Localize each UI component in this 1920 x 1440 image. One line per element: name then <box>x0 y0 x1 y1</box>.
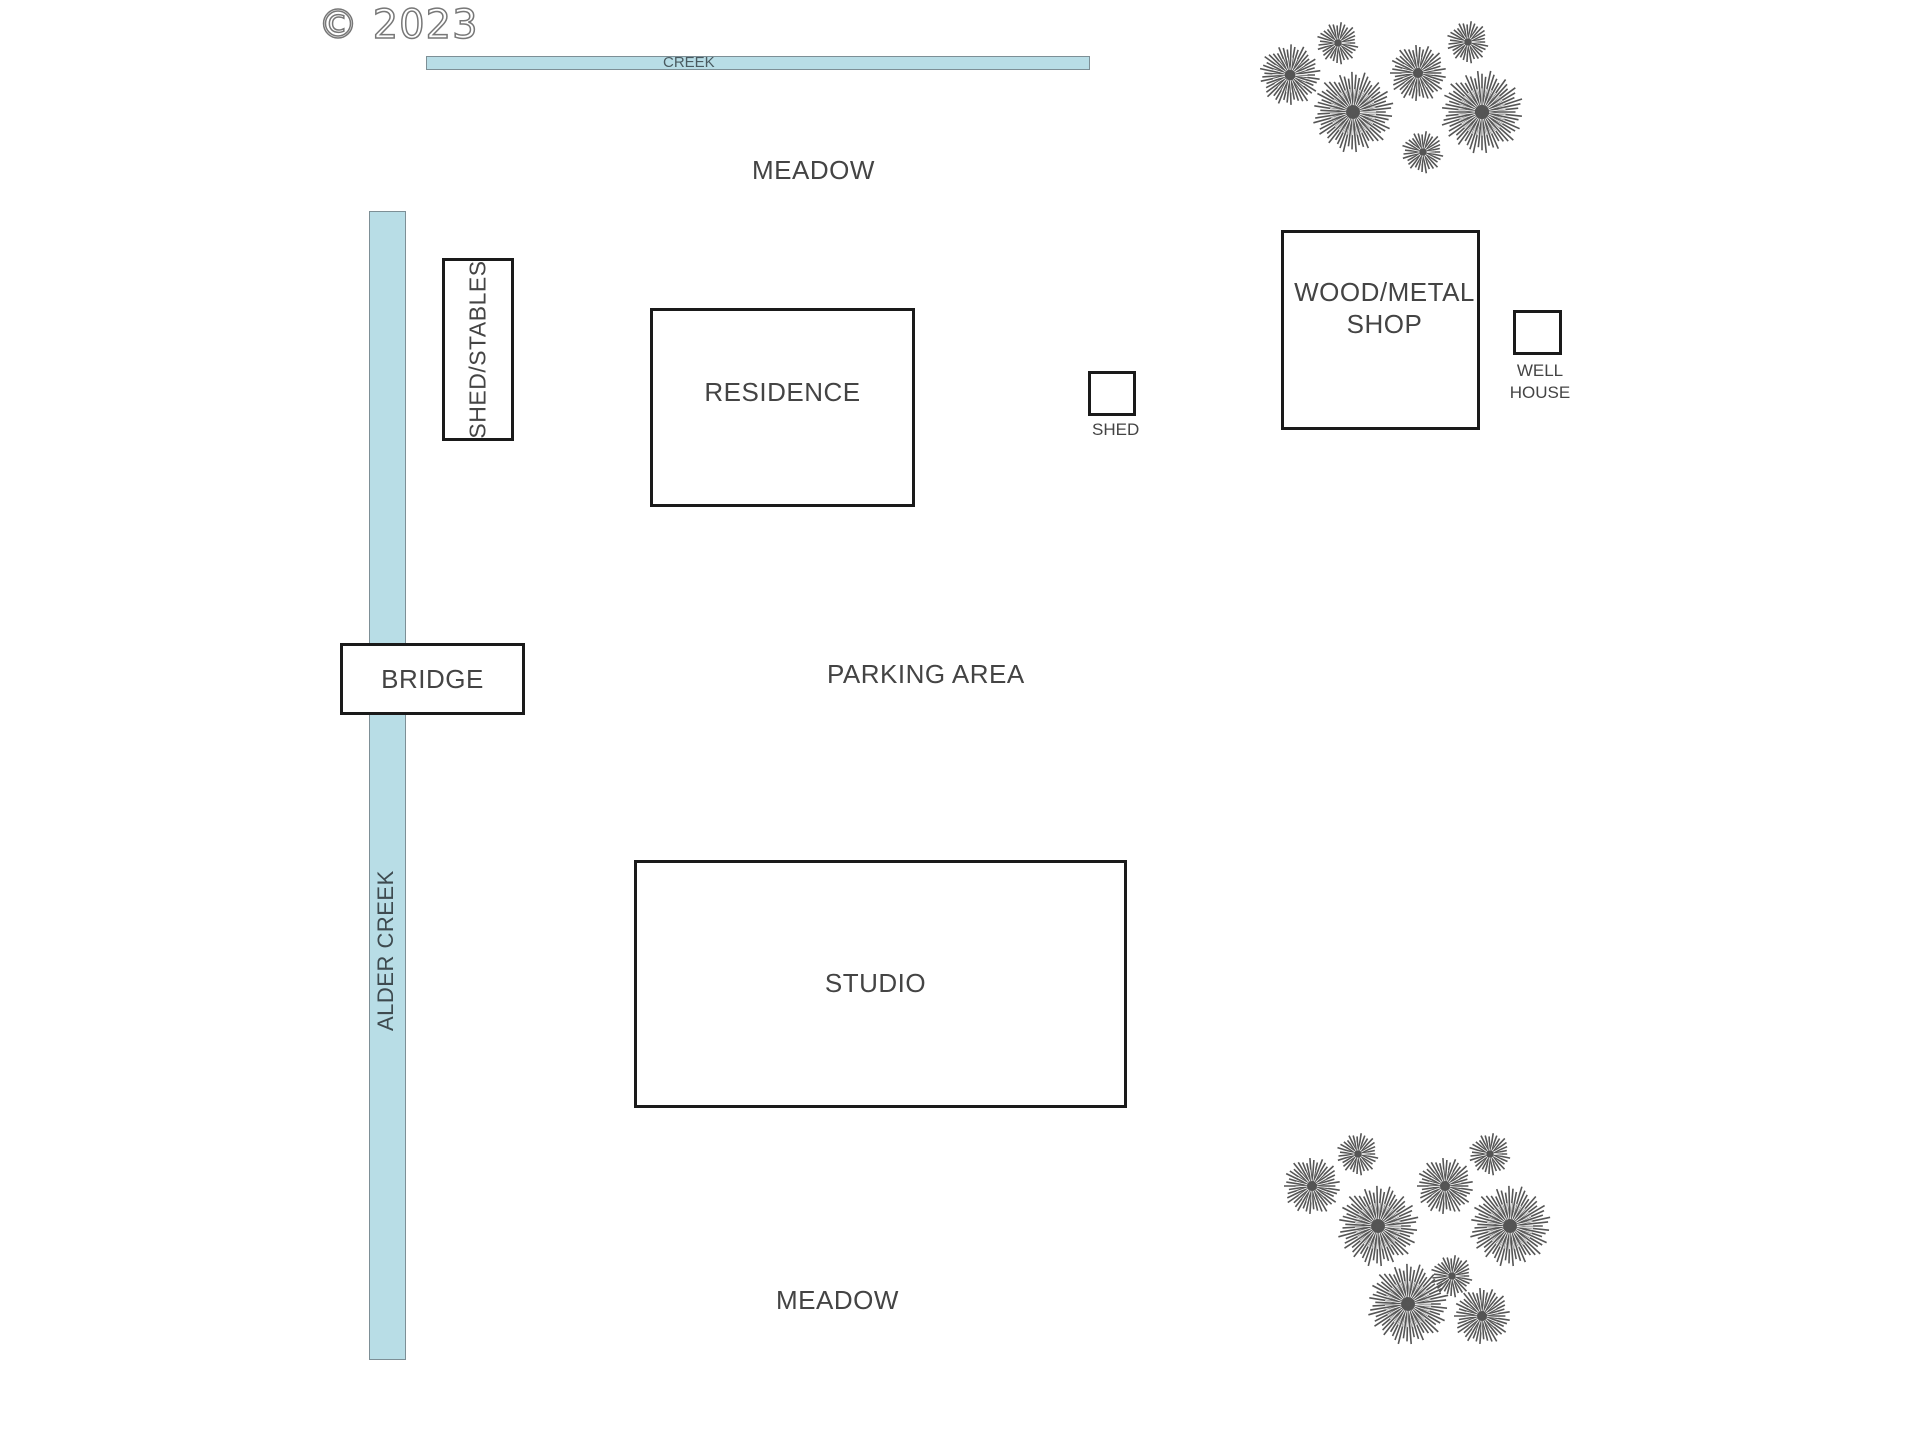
well-house-label: WELL HOUSE <box>1508 360 1572 404</box>
well-house-building <box>1513 310 1562 355</box>
tree-icon <box>1431 1255 1473 1298</box>
tree-icon <box>1317 22 1359 65</box>
studio-label: STUDIO <box>824 967 927 998</box>
tree-icon <box>1469 1133 1511 1176</box>
tree-icon <box>1390 45 1446 101</box>
tree-icon <box>1417 1158 1473 1214</box>
tree-icon <box>1259 44 1321 105</box>
tree-icon <box>1338 1185 1419 1267</box>
copyright-watermark: © 2023 <box>317 1 479 49</box>
tree-icon <box>1441 70 1523 154</box>
tree-icon <box>1454 1288 1510 1344</box>
shed-stables-label: SHED/STABLES <box>464 260 491 439</box>
meadow-bottom-label: MEADOW <box>776 1285 899 1315</box>
well-label-line1: WELL <box>1516 361 1564 380</box>
tree-icon <box>1470 1185 1551 1267</box>
parking-area-label: PARKING AREA <box>827 659 1025 689</box>
well-label-line2: HOUSE <box>1509 383 1571 402</box>
shop-label-line1: WOOD/METAL <box>1294 277 1475 307</box>
shed-building <box>1088 371 1136 416</box>
shed-label: SHED <box>1092 420 1140 439</box>
residence-building: RESIDENCE <box>650 308 915 507</box>
tree-icon <box>1368 1263 1449 1345</box>
meadow-top-label: MEADOW <box>752 155 875 185</box>
residence-label: RESIDENCE <box>704 377 861 407</box>
alder-creek-label: ALDER CREEK <box>373 870 398 1031</box>
tree-cluster-top <box>1259 21 1523 174</box>
tree-icon <box>1447 21 1489 64</box>
bridge-label: BRIDGE <box>381 663 484 694</box>
tree-icon <box>1284 1158 1340 1214</box>
wood-metal-shop-building: WOOD/METAL SHOP <box>1281 230 1480 430</box>
bridge-structure: BRIDGE <box>340 643 525 715</box>
creek-label: CREEK <box>663 54 715 71</box>
shed-stables-building: SHED/STABLES <box>442 258 514 441</box>
creek-top: CREEK <box>426 54 1090 71</box>
shop-label-line2: SHOP <box>1346 309 1423 339</box>
studio-building: STUDIO <box>634 860 1127 1108</box>
tree-icon <box>1337 1133 1379 1176</box>
tree-cluster-bottom <box>1284 1133 1551 1345</box>
alder-creek <box>369 211 406 1360</box>
tree-icon <box>1402 131 1444 174</box>
tree-icon <box>1313 71 1394 153</box>
